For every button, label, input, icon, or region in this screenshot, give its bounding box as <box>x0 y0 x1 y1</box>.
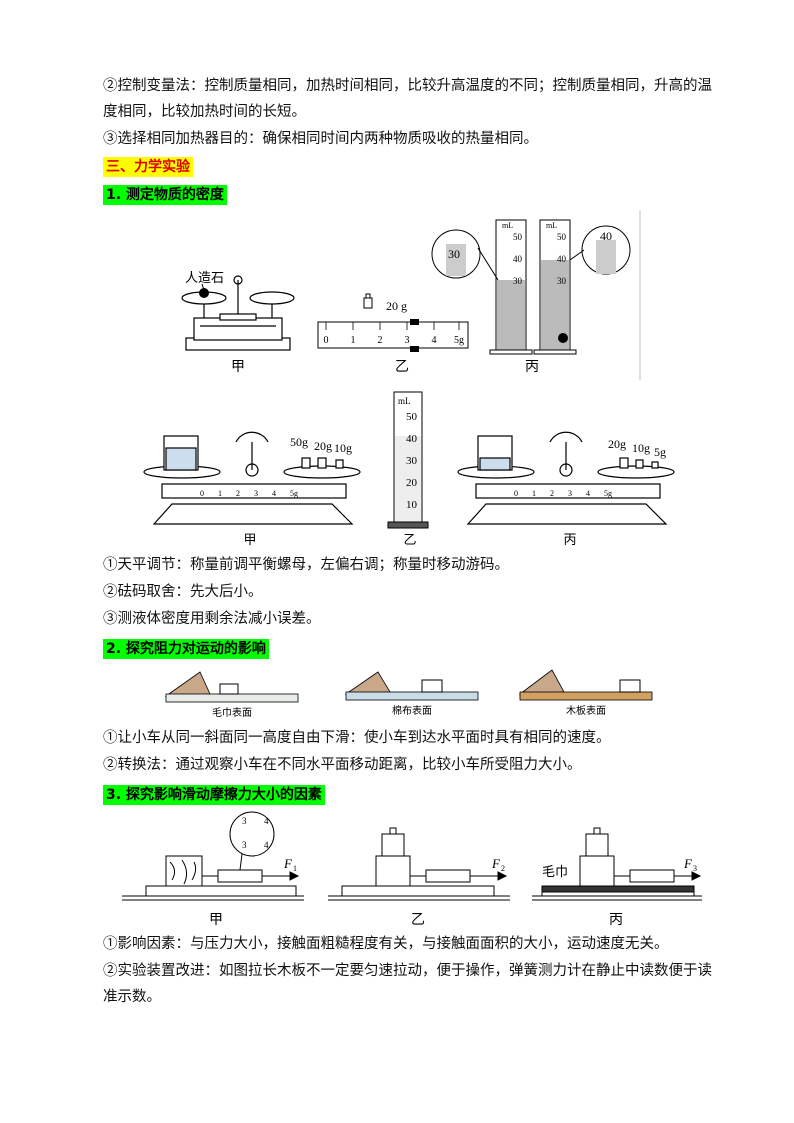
paragraph-conversion-method: ②转换法：通过观察小车在不同水平面移动距离，比较小车所受阻力大小。 <box>103 757 582 773</box>
ruler-tick: 3 <box>568 489 572 498</box>
ruler-tick: 2 <box>550 489 554 498</box>
caption-yi-4: 乙 <box>411 912 425 928</box>
setup-yi <box>328 827 510 901</box>
cyl-tick: 50 <box>513 232 523 242</box>
subheading-sliding-friction: 3. 探究影响滑动摩擦力大小的因素 <box>103 785 325 805</box>
stone-dot <box>199 288 209 298</box>
ruler-tick: 0 <box>514 489 518 498</box>
caption-jia-4: 甲 <box>209 913 223 928</box>
cyl-tick: 40 <box>513 254 523 264</box>
sliding-friction-figure: 3 4 3 4 F 1 甲 F 2 乙 毛巾 F 3 丙 <box>122 811 702 928</box>
ruler-tick: 0 <box>324 335 329 346</box>
caption-jia-1: 甲 <box>231 360 245 375</box>
force-f2: F <box>491 856 501 871</box>
subheading-density: 1. 测定物质的密度 <box>103 185 227 205</box>
cyl-tick: 40 <box>557 254 567 264</box>
cyl-tick: 30 <box>557 276 567 286</box>
resistance-surfaces-figure: 毛巾表面 棉布表面 木板表面 <box>164 669 653 719</box>
ruler-tick: 1 <box>218 489 222 498</box>
paragraph-influencing-factors: ①影响因素：与压力大小，接触面粗糙程度有关，与接触面面积的大小，运动速度无关。 <box>103 936 669 952</box>
towel-label: 毛巾 <box>542 864 568 879</box>
weight-label: 20g <box>608 437 626 451</box>
surface-label: 木板表面 <box>566 704 606 717</box>
ruler-tick: 4 <box>432 335 437 346</box>
surface-wood: 木板表面 <box>518 669 653 717</box>
ruler-ticks-jia: 0 1 2 3 4 5g <box>200 489 298 498</box>
cyl-unit: mL <box>546 221 557 230</box>
balance-bing-2 <box>457 431 675 525</box>
cyl-tick: 20 <box>406 477 418 489</box>
weight-label: 20g <box>314 439 332 453</box>
paragraph-weights-order: ②砝码取舍：先大后小。 <box>103 584 263 600</box>
ruler-tick: 1 <box>532 489 536 498</box>
caption-bing-4: 丙 <box>609 913 623 928</box>
caption-yi-2: 乙 <box>403 532 416 547</box>
ruler-ticks-bing: 0 1 2 3 4 5g <box>514 489 612 498</box>
ruler-tick: 1 <box>351 335 356 346</box>
stone-label: 人造石 <box>185 270 224 285</box>
zoom-tick: 4 <box>264 816 269 826</box>
ruler-tick: 5g <box>290 489 298 498</box>
caption-bing-2: 丙 <box>563 532 576 547</box>
cyl-tick: 10 <box>406 499 418 511</box>
zoom-tick: 4 <box>264 840 269 850</box>
graduated-cylinders-bing: mL mL 50 40 30 50 40 30 30 40 <box>431 219 631 355</box>
section-heading-mechanics: 三、力学实验 <box>103 157 193 177</box>
density-figure-2: 50g 20g 10g 0 1 2 3 4 5g 甲 mL 50 40 30 2… <box>143 391 675 547</box>
paragraph-same-heater: ③选择相同加热器目的：确保相同时间内两种物质吸收的热量相同。 <box>103 131 538 147</box>
ruler-tick: 5g <box>604 489 612 498</box>
zoom-tick: 3 <box>242 816 247 826</box>
cyl-tick: 50 <box>406 411 418 423</box>
caption-jia-2: 甲 <box>243 532 256 547</box>
weight-20g-label: 20 g <box>386 299 407 313</box>
cyl-unit: mL <box>398 396 411 406</box>
paragraph-liquid-density: ③测液体密度用剩余法减小误差。 <box>103 611 321 627</box>
ruler-tick: 2 <box>378 335 383 346</box>
ruler-tick: 0 <box>200 489 204 498</box>
ruler-tick: 4 <box>272 489 276 498</box>
weight-label: 50g <box>290 435 308 449</box>
weight-label: 10g <box>632 441 650 455</box>
ruler-tick: 3 <box>405 335 410 346</box>
zoom-reading-30: 30 <box>448 247 460 261</box>
force-f1-sub: 1 <box>293 864 297 873</box>
force-f2-sub: 2 <box>501 864 505 873</box>
setup-jia <box>122 811 304 901</box>
force-f3: F <box>683 856 693 871</box>
zoom-tick: 3 <box>242 840 247 850</box>
surface-label: 棉布表面 <box>392 704 432 717</box>
cyl-unit: mL <box>502 221 513 230</box>
cyl-tick: 40 <box>406 433 418 445</box>
setup-bing <box>532 827 702 901</box>
caption-yi-1: 乙 <box>395 359 409 375</box>
paragraph-balance-adjust: ①天平调节：称量前调平衡螺母，左偏右调；称量时移动游码。 <box>103 557 509 573</box>
measuring-cylinder-yi <box>387 391 429 529</box>
ruler-tick: 5g <box>454 335 464 346</box>
ruler-tick: 3 <box>254 489 258 498</box>
surface-label: 毛巾表面 <box>212 706 252 719</box>
cyl-tick: 50 <box>557 232 567 242</box>
paragraph-control-variable: ②控制变量法：控制质量相同，加热时间相同，比较升高温度的不同；控制质量相同，升高… <box>103 78 712 120</box>
weight-label: 5g <box>654 445 666 459</box>
caption-bing-1: 丙 <box>525 360 539 375</box>
density-figure-1: 人造石 甲 20 g 0 1 2 3 4 5g 乙 mL mL 50 40 <box>181 210 641 380</box>
balance-scale-jia <box>181 275 295 351</box>
surface-towel: 毛巾表面 <box>164 671 299 719</box>
rider-ruler-yi: 20 g 0 1 2 3 4 5g <box>317 293 469 352</box>
surface-cotton: 棉布表面 <box>344 671 479 717</box>
zoom-reading-40: 40 <box>600 229 612 243</box>
ruler-tick: 2 <box>236 489 240 498</box>
paragraph-apparatus-improvement: ②实验装置改进：如图拉长木板不一定要匀速拉动，便于操作，弹簧测力计在静止中读数便… <box>103 963 712 1005</box>
subheading-resistance-motion: 2. 探究阻力对运动的影响 <box>103 639 269 659</box>
force-f1: F <box>283 856 293 871</box>
weight-label: 10g <box>334 441 352 455</box>
paragraph-same-height: ①让小车从同一斜面同一高度自由下滑：使小车到达水平面时具有相同的速度。 <box>103 730 611 746</box>
cyl-tick: 30 <box>513 276 523 286</box>
force-f3-sub: 3 <box>693 864 697 873</box>
ruler-tick: 4 <box>586 489 590 498</box>
cyl-tick: 30 <box>406 455 418 467</box>
balance-jia-2 <box>143 431 361 525</box>
